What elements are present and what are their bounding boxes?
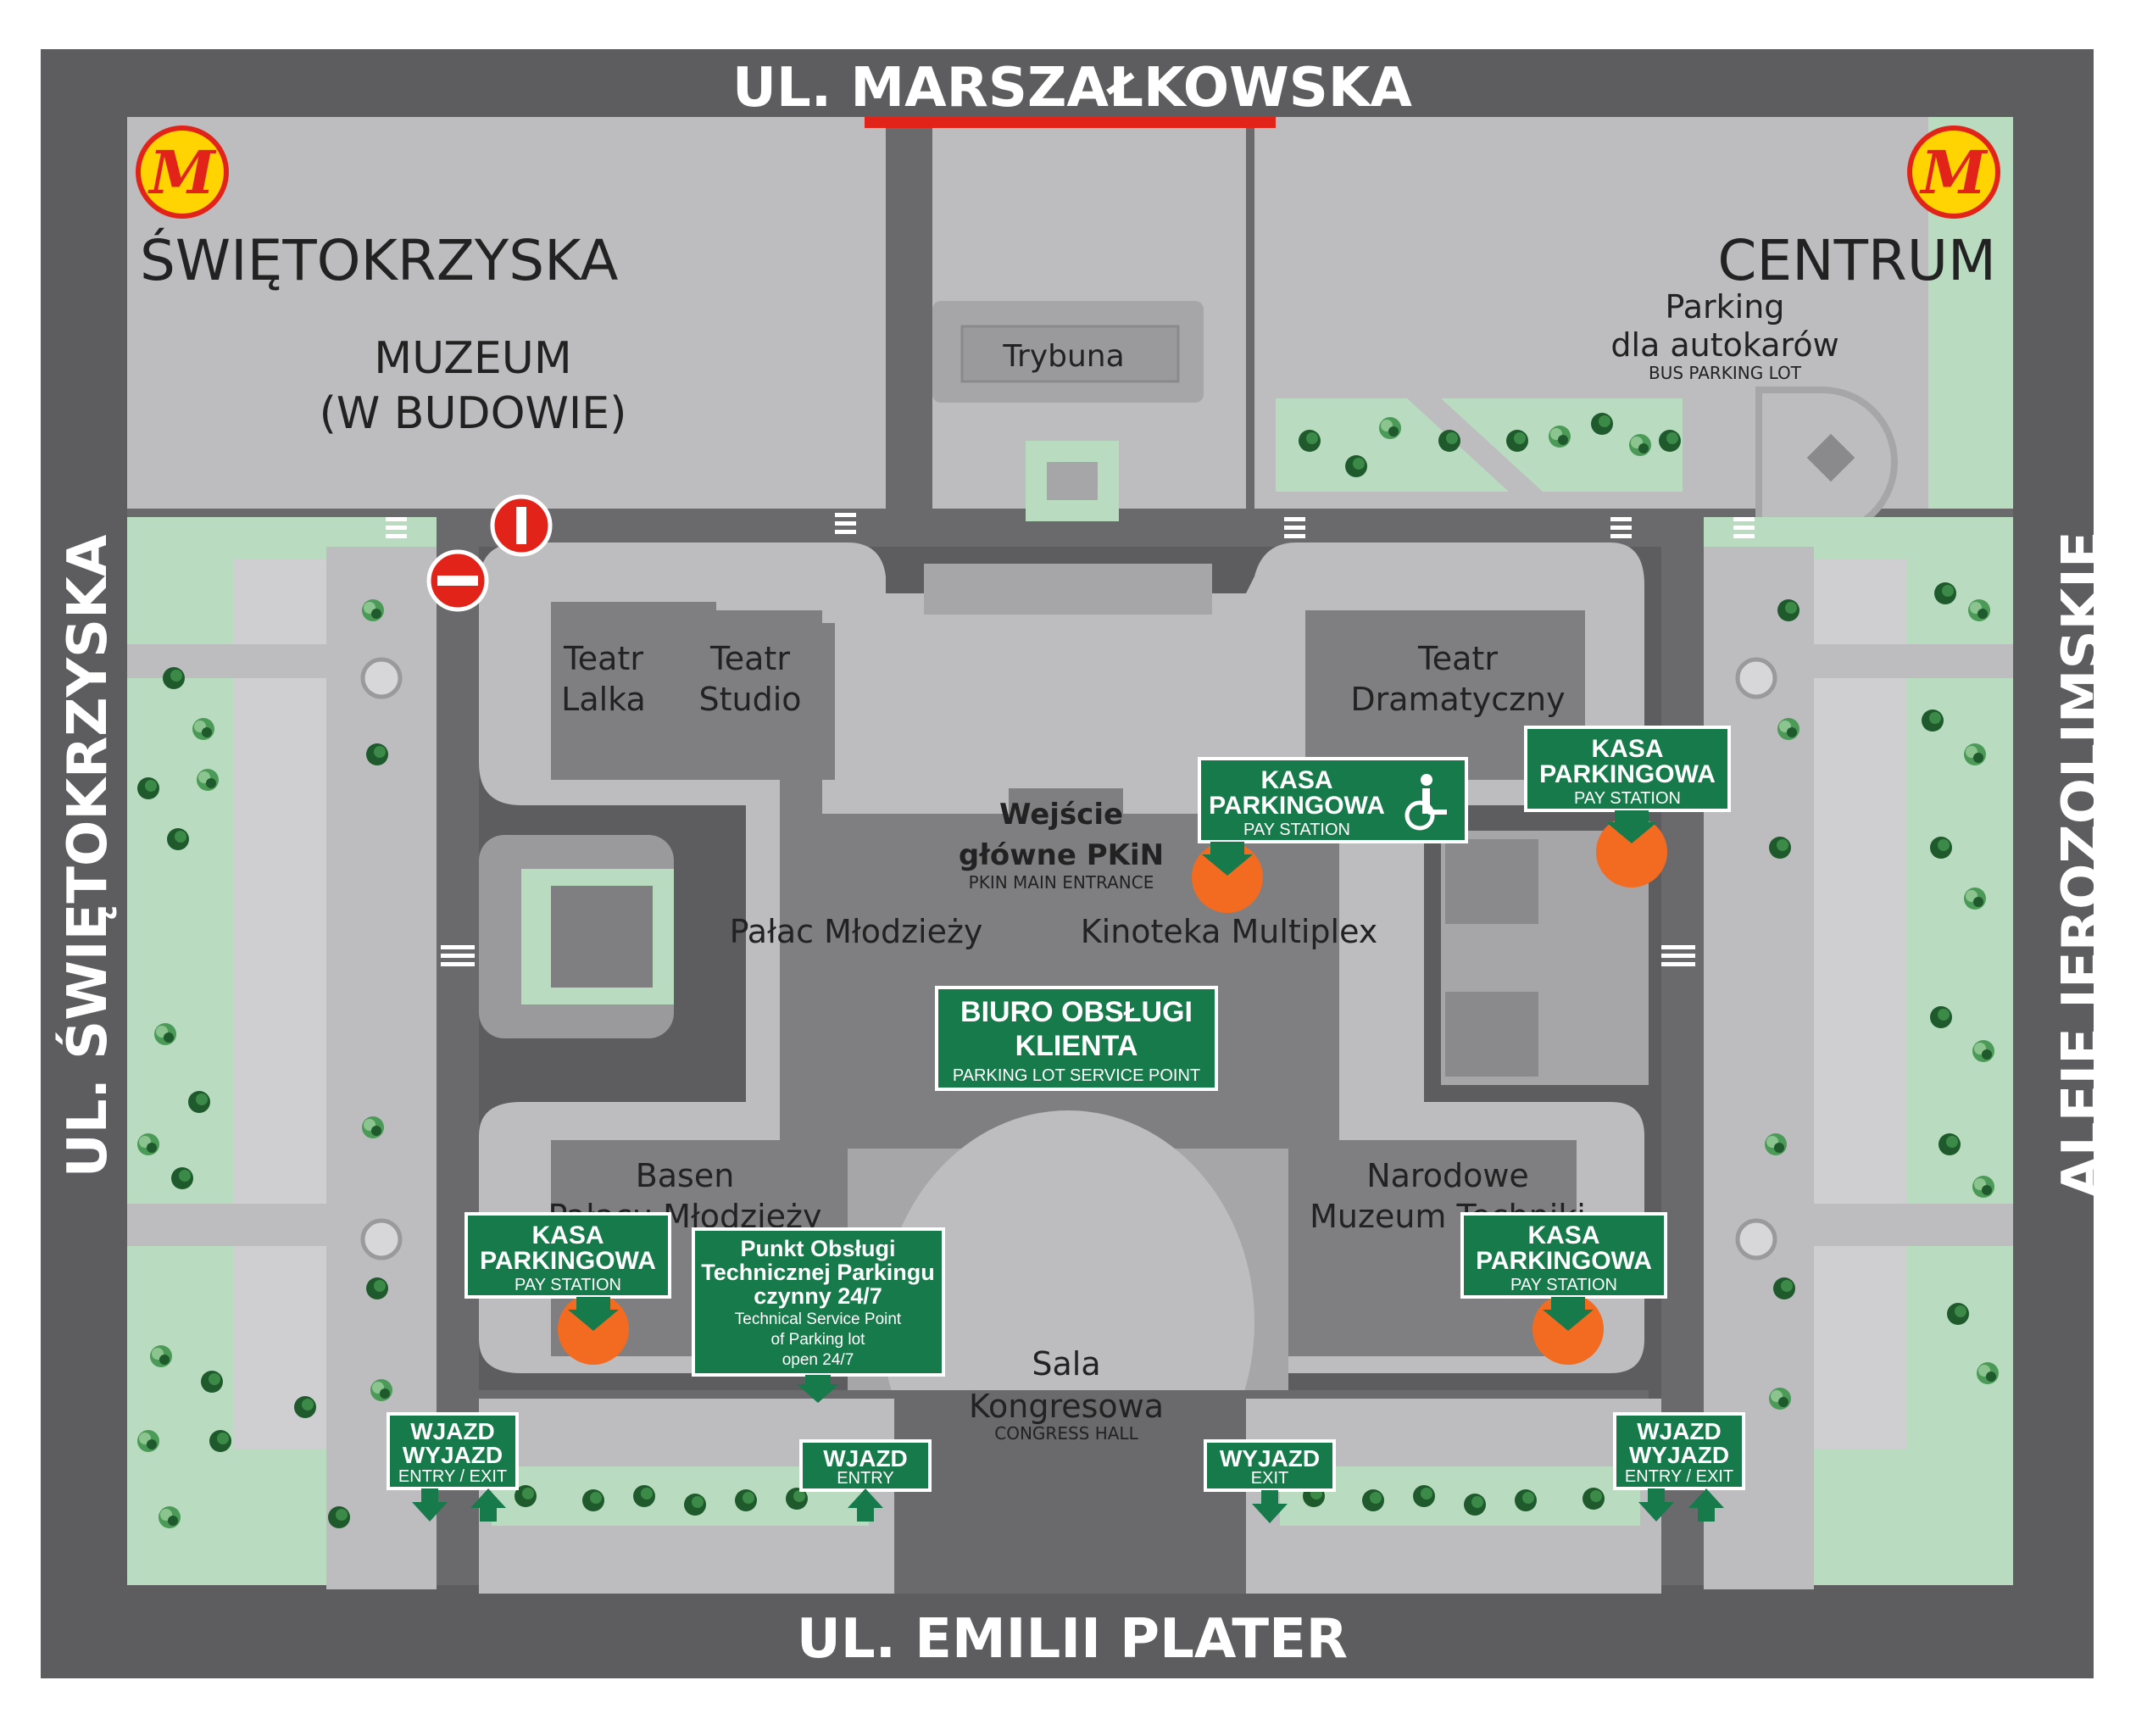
street-west: UL. ŚWIĘTOKRZYSKA [55,534,120,1177]
metro-station-right: CENTRUM [1717,228,1996,293]
svg-text:WJAZD: WJAZD [823,1445,908,1472]
museum-block [127,117,886,511]
svg-text:PARKING LOT SERVICE POINT: PARKING LOT SERVICE POINT [953,1066,1200,1085]
no-entry-icon [426,549,489,612]
fountain-icon [360,657,1777,1260]
palac-mlodziezy-label: Pałac Młodzieży [730,913,983,950]
svg-text:PARKINGOWA: PARKINGOWA [1209,792,1385,820]
main-entrance-label-line2: główne PKiN [959,838,1164,872]
street-south: UL. EMILII PLATER [797,1608,1348,1671]
svg-text:Technical Service Point: Technical Service Point [735,1310,902,1328]
street-east: ALEJE JEROZOLIMSKIE [2051,531,2114,1198]
arrow-down-icon [1252,1490,1288,1523]
svg-text:PARKINGOWA: PARKINGOWA [1539,760,1716,788]
svg-text:KASA: KASA [1260,766,1332,794]
arrow-down-icon [1543,1297,1594,1331]
metro-icon: M [136,125,229,219]
svg-text:WYJAZD: WYJAZD [1629,1442,1729,1468]
sala-label: Sala [1032,1345,1100,1383]
arrow-down-icon [1606,810,1657,843]
svg-text:M: M [1919,137,1989,208]
pay-station-sign: KASA PARKINGOWA PAY STATION [1460,1212,1667,1331]
entry-sign: WJAZD ENTRY [799,1439,932,1522]
svg-text:of Parking lot: of Parking lot [771,1331,866,1349]
svg-text:ENTRY: ENTRY [837,1469,893,1488]
svg-text:EXIT: EXIT [1251,1469,1288,1488]
teatr-dramatyczny-label-line2: Dramatyczny [1350,681,1565,718]
arrow-up-icon [848,1488,883,1522]
entry-exit-sign-east: WJAZD WYJAZD ENTRY / EXIT [1613,1412,1745,1522]
museum-label-line2: (W BUDOWIE) [320,388,627,439]
metro-icon: M [1907,125,2000,219]
svg-text:M: M [147,137,217,208]
tribune-label: Trybuna [1002,339,1124,374]
svg-text:PARKINGOWA: PARKINGOWA [480,1247,656,1275]
svg-text:KASA: KASA [1591,735,1663,763]
exit-sign: WYJAZD EXIT [1204,1439,1336,1523]
svg-text:PAY STATION: PAY STATION [1243,821,1350,839]
svg-text:WJAZD: WJAZD [1637,1418,1722,1444]
arrow-down-icon [1202,842,1253,876]
metro-station-left: ŚWIĘTOKRZYSKA [140,228,618,293]
svg-text:WYJAZD: WYJAZD [1220,1445,1320,1472]
teatr-studio-block [691,623,835,780]
svg-text:WYJAZD: WYJAZD [403,1442,503,1468]
teatr-studio-label-line2: Studio [698,681,801,718]
teatr-lalka-label-line2: Lalka [561,681,646,718]
teatr-lalka-block [551,602,716,780]
arrow-down-icon [568,1297,619,1331]
bus-parking-label-line2: dla autokarów [1610,326,1838,364]
street-underline [865,117,1276,128]
no-entry-icon [490,494,553,557]
bus-parking-label: Parking [1666,288,1785,326]
svg-text:ENTRY / EXIT: ENTRY / EXIT [1625,1467,1733,1486]
svg-text:czynny 24/7: czynny 24/7 [754,1283,882,1309]
pay-station-sign: KASA PARKINGOWA PAY STATION [464,1212,671,1331]
technical-service-point-sign: Punkt Obsługi Technicznej Parkingu czynn… [692,1227,945,1403]
basen-label: Basen [636,1157,735,1194]
svg-text:KASA: KASA [1527,1221,1599,1249]
crosswalk-icon [386,513,1755,966]
arrow-down-icon [797,1375,839,1403]
svg-text:open 24/7: open 24/7 [782,1351,854,1369]
muzeum-techniki-label: Narodowe [1366,1157,1529,1194]
teatr-studio-label: Teatr [709,640,790,677]
service-point-sign: BIURO OBSŁUGI KLIENTA PARKING LOT SERVIC… [935,986,1218,1091]
svg-text:KLIENTA: KLIENTA [1015,1030,1138,1062]
arrow-down-icon [1638,1488,1674,1522]
teatr-lalka-label: Teatr [563,640,643,677]
arrow-down-icon [412,1488,448,1522]
kinoteka-label: Kinoteka Multiplex [1081,913,1378,950]
bus-parking-label-en: BUS PARKING LOT [1649,363,1802,383]
pay-station-sign: KASA PARKINGOWA PAY STATION [1198,757,1468,876]
svg-text:KASA: KASA [531,1221,604,1249]
teatr-dramatyczny-label: Teatr [1417,640,1498,677]
svg-text:PAY STATION: PAY STATION [1574,789,1681,808]
svg-text:WJAZD: WJAZD [410,1418,495,1444]
svg-text:PAY STATION: PAY STATION [1510,1276,1617,1294]
svg-text:PARKINGOWA: PARKINGOWA [1476,1247,1652,1275]
arrow-up-icon [470,1488,506,1522]
svg-text:Technicznej Parkingu: Technicznej Parkingu [701,1260,935,1285]
sala-label-line2: Kongresowa [969,1388,1164,1425]
svg-text:BIURO OBSŁUGI: BIURO OBSŁUGI [960,996,1193,1028]
pay-station-sign: KASA PARKINGOWA PAY STATION [1524,726,1731,843]
main-entrance-label-en: PKIN MAIN ENTRANCE [969,872,1154,893]
svg-text:Punkt Obsługi: Punkt Obsługi [740,1236,895,1261]
main-entrance-label: Wejście [999,798,1123,832]
svg-text:PAY STATION: PAY STATION [515,1276,621,1294]
arrow-up-icon [1688,1488,1724,1522]
museum-label: MUZEUM [374,333,571,384]
sala-label-en: CONGRESS HALL [994,1423,1138,1444]
street-north: UL. MARSZAŁKOWSKA [732,57,1412,120]
svg-text:ENTRY / EXIT: ENTRY / EXIT [398,1467,507,1486]
wheelchair-icon [1405,774,1447,831]
entry-exit-sign-west: WJAZD WYJAZD ENTRY / EXIT [387,1412,519,1522]
